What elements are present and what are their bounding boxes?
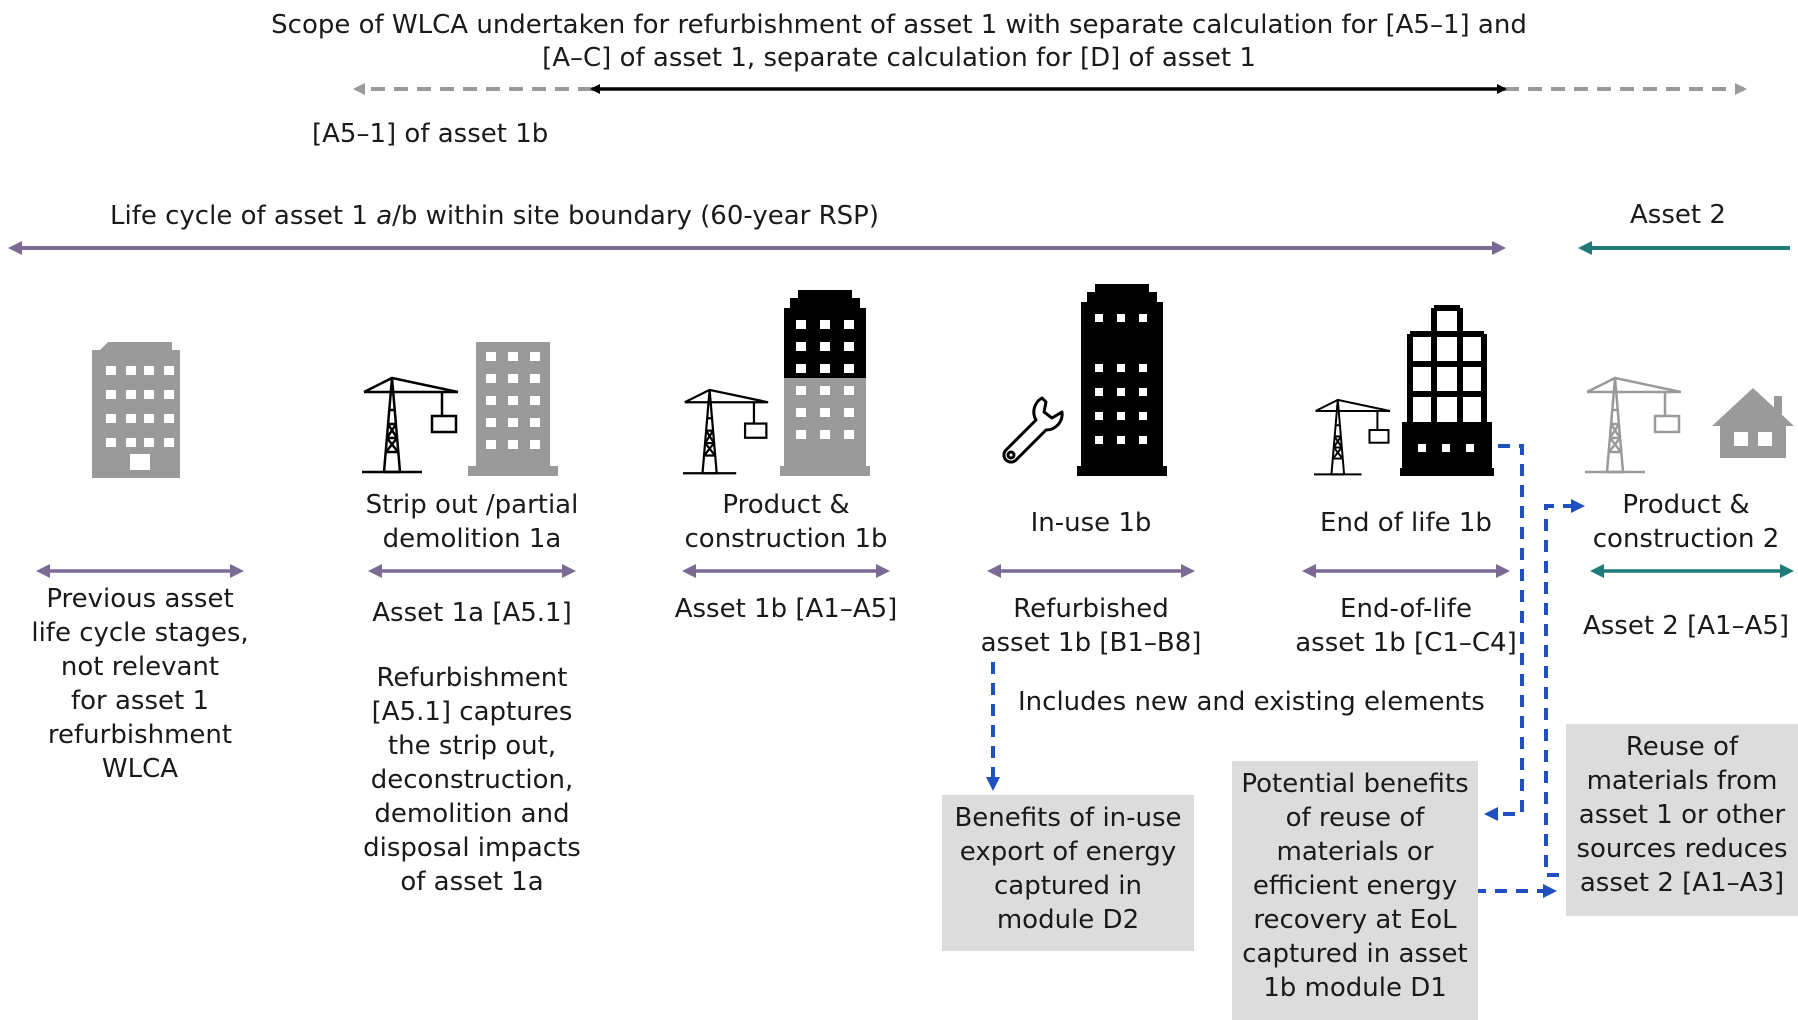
d2-benefits-box: Benefits of in-use export of energy capt… [942,795,1194,951]
crane-icon [362,376,459,474]
house-icon [1712,388,1794,458]
includes-note: Includes new and existing elements [1018,687,1485,717]
grey-building-icon [468,342,558,476]
stage-construction-1b-sub: Asset 1b [A1–A5] [674,594,898,624]
stage-in-use-sub: Refurbished asset 1b [B1–B8] [980,594,1202,658]
stage-construction-2-sub: Asset 2 [A1–A5] [1582,611,1790,641]
d1-connector-arrow [1484,444,1524,821]
d1-benefits-box: Potential benefits of reuse of materials… [1232,761,1478,1020]
stage-strip-out-sub: Asset 1a [A5.1] [372,598,572,628]
scope-title-line1: Scope of WLCA undertaken for refurbishme… [271,10,1527,40]
lifecycle-label: Life cycle of asset 1 a/b within site bo… [110,201,879,231]
stage-end-of-life-title: End of life 1b [1320,508,1492,538]
stage-construction-2-title: Product & construction 2 [1592,490,1780,554]
stage-construction-1b-title: Product & construction 1b [684,490,888,554]
asset2-label: Asset 2 [1630,200,1726,230]
grey-crane-icon [1585,376,1682,474]
building-frame-icon [1400,305,1494,476]
partly-built-building-icon [780,290,870,476]
wrench-icon [1002,396,1064,464]
lifecycle-label-italic: a [376,201,393,231]
a5-label: [A5–1] of asset 1b [312,119,549,149]
crane-icon [1314,398,1391,476]
scope-title-line2: [A–C] of asset 1, separate calculation f… [542,43,1256,73]
stage-end-of-life-sub: End-of-life asset 1b [C1–C4] [1295,594,1517,658]
stage-previous-description: Previous asset life cycle stages, not re… [31,584,249,784]
black-building-icon [1077,284,1167,476]
reuse-connector-arrow [1544,499,1585,877]
stage-in-use-title: In-use 1b [1030,508,1152,538]
stage-strip-out-note: Refurbishment [A5.1] captures the strip … [363,663,581,897]
reuse-materials-box: Reuse of materials from asset 1 or other… [1566,724,1798,916]
stage-strip-out-title: Strip out /partial demolition 1a [365,490,579,554]
previous-building-icon [92,342,180,478]
crane-icon [683,388,769,475]
